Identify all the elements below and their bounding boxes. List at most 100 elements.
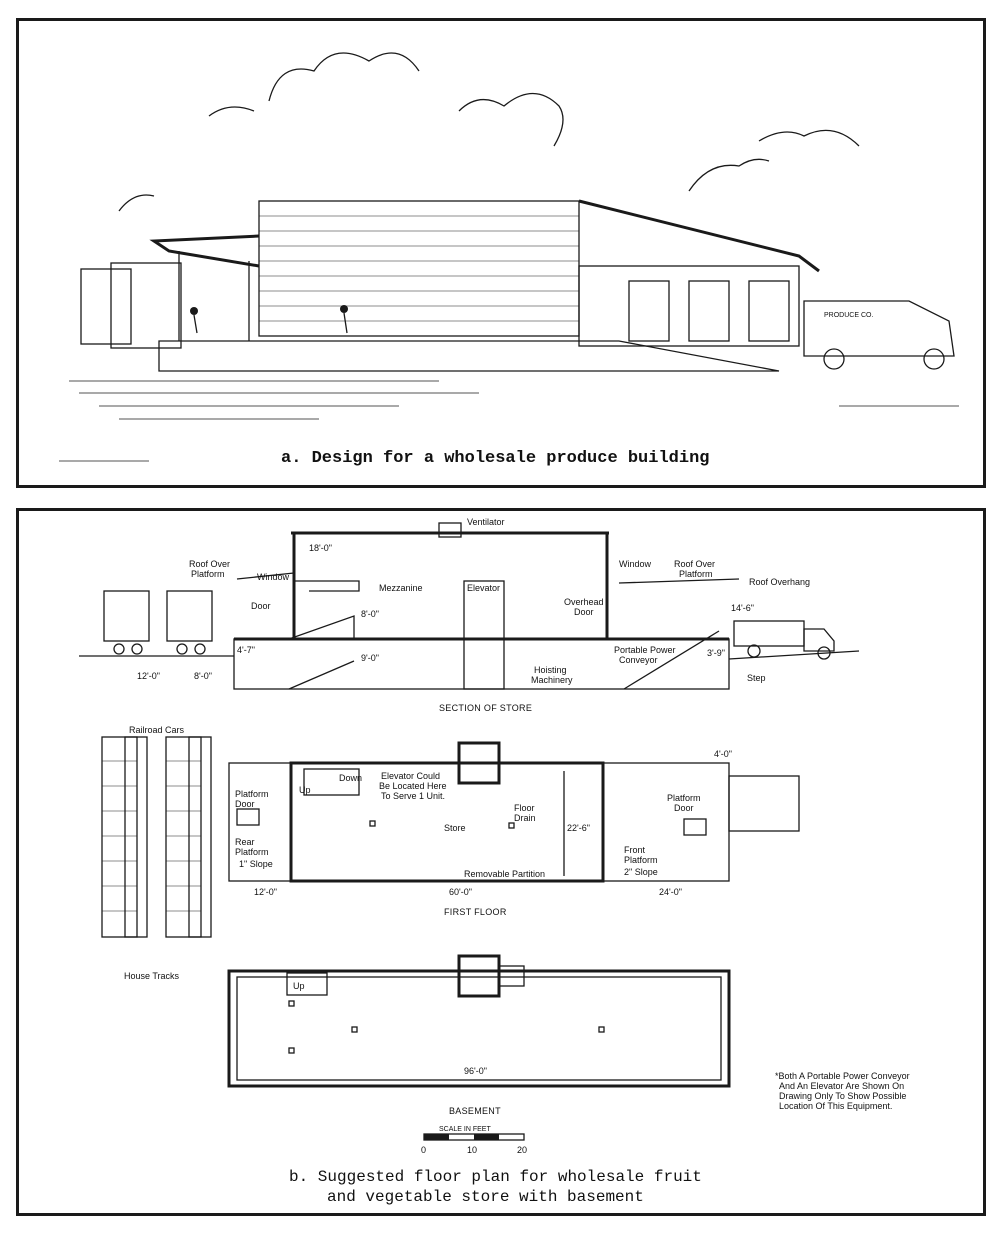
hoisting-machinery-label: Hoisting bbox=[534, 665, 567, 675]
street-grade bbox=[728, 650, 860, 660]
right-wing bbox=[578, 265, 800, 347]
front-platform-label: Front bbox=[624, 845, 646, 855]
svg-text:*Both A Portable Power Conveyo: *Both A Portable Power Conveyor bbox=[775, 1071, 910, 1081]
railroad-car-plan bbox=[165, 736, 202, 938]
dim-22-6: 22'-6" bbox=[567, 823, 590, 833]
scale-tick-20: 20 bbox=[517, 1145, 527, 1155]
elevator-note-label: Elevator Could bbox=[381, 771, 440, 781]
left-canopy bbox=[149, 234, 260, 268]
panel-a-caption: a. Design for a wholesale produce buildi… bbox=[281, 449, 710, 468]
platform-door-left bbox=[236, 808, 260, 826]
basement-stair bbox=[286, 972, 328, 996]
first-floor-plan: Railroad Cars House Tracks Platform Door… bbox=[101, 725, 800, 981]
svg-text:2" Slope: 2" Slope bbox=[624, 867, 658, 877]
portable-power-conveyor-label: Portable Power bbox=[614, 645, 676, 655]
scale-tick-10: 10 bbox=[467, 1145, 477, 1155]
store-label: Store bbox=[444, 823, 466, 833]
house-tracks-label: House Tracks bbox=[124, 971, 180, 981]
delivery-van bbox=[803, 300, 955, 357]
truck bbox=[733, 620, 805, 647]
dim-8ft: 8'-0" bbox=[361, 609, 379, 619]
cloud bbox=[688, 158, 770, 192]
down-label: Down bbox=[339, 773, 362, 783]
dim-60ft: 60'-0" bbox=[449, 887, 472, 897]
svg-text:Door: Door bbox=[574, 607, 594, 617]
stair-plan bbox=[303, 768, 360, 796]
van-wheel bbox=[823, 348, 845, 370]
loading-platform bbox=[158, 340, 780, 372]
building-perspective-drawing: PRODUCE CO. bbox=[59, 52, 959, 462]
dim-12ft-plan: 12'-0" bbox=[254, 887, 277, 897]
dim-9ft: 9'-0" bbox=[361, 653, 379, 663]
window-right-label: Window bbox=[619, 559, 652, 569]
dim-96ft: 96'-0" bbox=[464, 1066, 487, 1076]
cloud bbox=[268, 52, 420, 102]
first-floor-title: FIRST FLOOR bbox=[444, 907, 507, 917]
cloud bbox=[208, 106, 255, 117]
svg-text:Drain: Drain bbox=[514, 813, 536, 823]
platform-door-left-label: Platform bbox=[235, 789, 269, 799]
railroad-car bbox=[166, 590, 213, 642]
svg-text:Door: Door bbox=[235, 799, 255, 809]
basement-walls bbox=[227, 969, 731, 1088]
elevator-plan bbox=[457, 741, 501, 785]
floor-plan-drawing: Ventilator Roof Over Platform Window Mez… bbox=[79, 517, 910, 1155]
dim-8ft-track: 8'-0" bbox=[194, 671, 212, 681]
basement-elevator bbox=[457, 954, 501, 998]
svg-text:Platform: Platform bbox=[624, 855, 658, 865]
roof-overhang-label: Roof Overhang bbox=[749, 577, 810, 587]
van-wheel bbox=[923, 348, 945, 370]
worker-figure bbox=[340, 305, 348, 313]
floor-drain-label: Floor bbox=[514, 803, 535, 813]
boxcar bbox=[110, 262, 182, 349]
railroad-car bbox=[103, 590, 150, 642]
svg-text:Platform: Platform bbox=[235, 847, 269, 857]
section-title: SECTION OF STORE bbox=[439, 703, 532, 713]
railroad-car-plan bbox=[101, 736, 138, 938]
svg-text:Platform: Platform bbox=[191, 569, 225, 579]
panel-b-caption-line1: b. Suggested floor plan for wholesale fr… bbox=[289, 1168, 702, 1186]
platform-door-right bbox=[683, 818, 707, 836]
up-label: Up bbox=[299, 785, 311, 795]
footnote: *Both A Portable Power Conveyor And An E… bbox=[775, 1071, 910, 1111]
svg-text:Platform: Platform bbox=[679, 569, 713, 579]
van-lettering: PRODUCE CO. bbox=[824, 312, 873, 319]
basement-title: BASEMENT bbox=[449, 1106, 501, 1116]
platform-door-right-label: Platform bbox=[667, 793, 701, 803]
dim-18ft: 18'-0" bbox=[309, 543, 332, 553]
mezzanine bbox=[294, 580, 360, 592]
floor-plan-panel: Ventilator Roof Over Platform Window Mez… bbox=[16, 508, 986, 1216]
truck-plan bbox=[728, 775, 800, 832]
conveyor bbox=[623, 630, 720, 690]
railroad-cars-label: Railroad Cars bbox=[129, 725, 185, 735]
cloud bbox=[758, 129, 860, 147]
perspective-panel: PRODUCE CO. a. Design for a wholesale pr… bbox=[16, 18, 986, 488]
door-label: Door bbox=[251, 601, 271, 611]
basement-up-label: Up bbox=[293, 981, 305, 991]
svg-text:Drawing Only To Show Possible: Drawing Only To Show Possible bbox=[779, 1091, 906, 1101]
svg-text:To Serve 1 Unit.: To Serve 1 Unit. bbox=[381, 791, 445, 801]
scale-tick-0: 0 bbox=[421, 1145, 426, 1155]
svg-text:Location Of This Equipment.: Location Of This Equipment. bbox=[779, 1101, 892, 1111]
svg-text:Conveyor: Conveyor bbox=[619, 655, 658, 665]
cloud bbox=[118, 194, 155, 212]
svg-text:And An Elevator Are Shown On: And An Elevator Are Shown On bbox=[779, 1081, 904, 1091]
removable-partition-label: Removable Partition bbox=[464, 869, 545, 879]
main-building-block bbox=[258, 200, 580, 337]
scale-bar: SCALE IN FEET 0 10 20 bbox=[421, 1126, 527, 1155]
store-walls bbox=[289, 761, 605, 883]
rear-platform-label: Rear bbox=[235, 837, 255, 847]
dim-3-9: 3'-9" bbox=[707, 648, 725, 658]
ventilator-box bbox=[438, 522, 462, 538]
overhead-door-label: Overhead bbox=[564, 597, 604, 607]
right-roof bbox=[578, 199, 820, 273]
column bbox=[369, 820, 376, 827]
step-label: Step bbox=[747, 673, 766, 683]
svg-text:Be Located Here: Be Located Here bbox=[379, 781, 447, 791]
svg-text:Machinery: Machinery bbox=[531, 675, 573, 685]
dim-4ft: 4'-0" bbox=[714, 749, 732, 759]
stair bbox=[288, 615, 355, 640]
ventilator-label: Ventilator bbox=[467, 517, 505, 527]
floor-drain-mark bbox=[508, 822, 515, 829]
worker-figure bbox=[190, 307, 198, 315]
